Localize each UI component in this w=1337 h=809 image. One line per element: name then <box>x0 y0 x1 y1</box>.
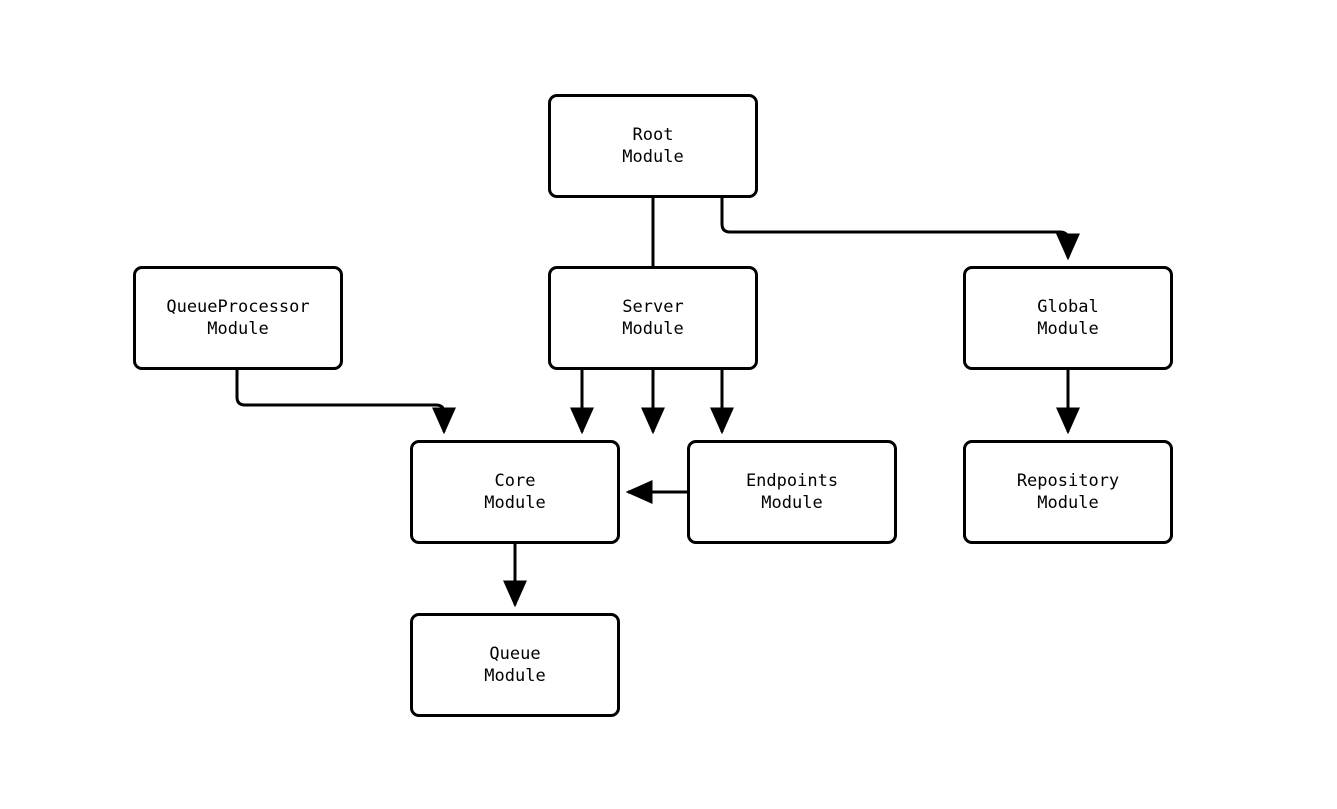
node-queueprocessor-module[interactable]: QueueProcessor Module <box>133 266 343 370</box>
node-core-module-line2: Module <box>484 493 546 513</box>
node-core-module[interactable]: Core Module <box>410 440 620 544</box>
node-repository-module[interactable]: Repository Module <box>963 440 1173 544</box>
node-global-module-line1: Global <box>1037 297 1099 317</box>
edge-queueprocessor-to-core <box>235 370 456 435</box>
node-global-module-line2: Module <box>1037 319 1099 339</box>
node-root-module-line1: Root <box>632 125 674 145</box>
node-server-module[interactable]: Server Module <box>548 266 758 370</box>
node-queue-module-line2: Module <box>484 666 546 686</box>
node-core-module-line1: Core <box>494 471 536 491</box>
node-queueprocessor-module-line2: Module <box>207 319 269 339</box>
node-queueprocessor-module-line1: QueueProcessor <box>166 297 310 317</box>
edge-root-to-global <box>720 198 1080 261</box>
node-repository-module-line2: Module <box>1037 493 1099 513</box>
node-endpoints-module-line2: Module <box>761 493 823 513</box>
node-root-module-line2: Module <box>622 147 684 167</box>
node-server-module-line1: Server <box>622 297 684 317</box>
node-repository-module-line1: Repository <box>1016 471 1120 491</box>
node-global-module[interactable]: Global Module <box>963 266 1173 370</box>
node-queue-module-line1: Queue <box>489 644 541 664</box>
node-root-module[interactable]: Root Module <box>548 94 758 198</box>
node-server-module-line2: Module <box>622 319 684 339</box>
node-endpoints-module[interactable]: Endpoints Module <box>687 440 897 544</box>
node-endpoints-module-line1: Endpoints <box>745 471 839 491</box>
node-queue-module[interactable]: Queue Module <box>410 613 620 717</box>
